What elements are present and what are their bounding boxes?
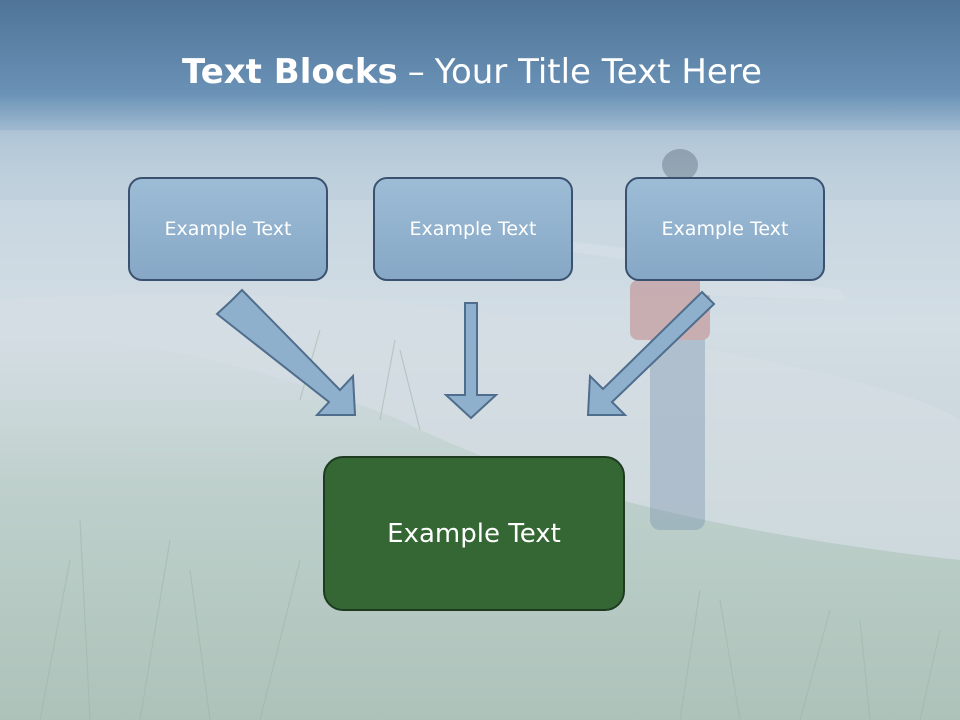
text-block-3-label: Example Text xyxy=(661,218,789,240)
title-rest: Your Title Text Here xyxy=(434,52,762,92)
text-block-1[interactable]: Example Text xyxy=(128,177,328,281)
title-separator: – xyxy=(407,52,425,92)
text-block-1-label: Example Text xyxy=(164,218,292,240)
text-block-2-label: Example Text xyxy=(409,218,537,240)
slide-title: Text Blocks–Your Title Text Here xyxy=(0,52,944,92)
text-block-2[interactable]: Example Text xyxy=(373,177,573,281)
target-block-label: Example Text xyxy=(387,518,561,549)
title-bold: Text Blocks xyxy=(182,52,398,92)
text-block-3[interactable]: Example Text xyxy=(625,177,825,281)
target-block[interactable]: Example Text xyxy=(323,456,625,611)
